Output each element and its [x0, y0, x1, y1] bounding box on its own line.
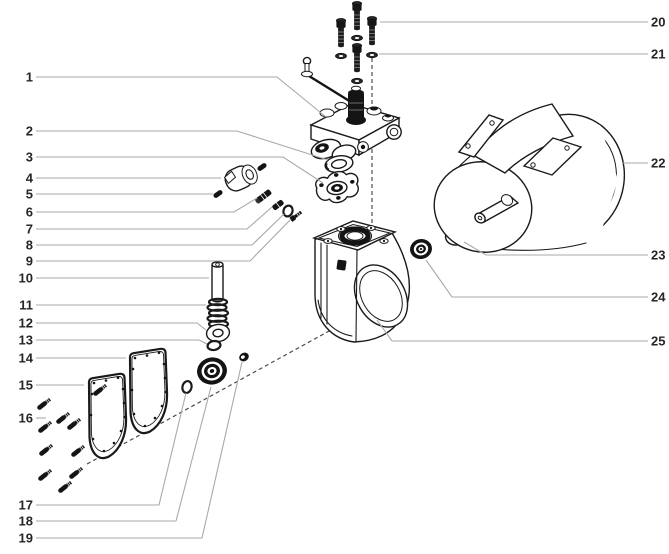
bearing-part	[410, 238, 432, 260]
callout-24: 24	[651, 289, 666, 305]
valve-stem-part	[255, 189, 272, 204]
relief-valve-handle	[301, 56, 353, 104]
seal-washer-part	[324, 155, 354, 173]
callout-10: 10	[18, 270, 33, 286]
valve-seat-part	[272, 199, 284, 211]
callout-14: 14	[18, 350, 33, 366]
callout-21: 21	[651, 46, 666, 62]
o-ring-part	[282, 204, 294, 218]
leader-line-17	[36, 392, 187, 506]
callout-20: 20	[651, 14, 666, 30]
leader-line-12	[36, 322, 207, 331]
small-screw-part	[289, 210, 303, 222]
callout-4: 4	[25, 170, 33, 186]
callout-7: 7	[25, 221, 33, 237]
callout-2: 2	[25, 123, 33, 139]
leader-line-13	[36, 339, 208, 345]
piston-rod-part	[211, 261, 224, 303]
leader-line-18	[36, 386, 212, 522]
callout-9: 9	[25, 253, 33, 269]
cam-part	[223, 164, 258, 192]
o-ring-part	[181, 379, 193, 395]
leader-line-6	[36, 197, 258, 213]
callout-25: 25	[651, 333, 666, 349]
leader-line-24	[425, 259, 648, 298]
callout-12: 12	[18, 315, 33, 331]
leader-lines	[36, 21, 648, 539]
callout-8: 8	[25, 237, 33, 253]
callout-3: 3	[25, 149, 33, 165]
gear-housing-part	[311, 220, 411, 343]
leader-line-7	[36, 206, 273, 230]
leader-line-3	[36, 156, 324, 184]
callout-11: 11	[19, 297, 33, 313]
callout-15: 15	[18, 377, 33, 393]
callout-13: 13	[18, 332, 33, 348]
pin-part	[213, 190, 223, 198]
leader-line-1	[36, 76, 327, 118]
cover-gasket-part	[128, 347, 169, 435]
leader-line-9	[36, 218, 292, 262]
leader-line-19	[36, 361, 243, 539]
callout-16: 16	[18, 410, 33, 426]
callout-5: 5	[25, 186, 33, 202]
diagonal-centerline	[86, 318, 352, 465]
callout-1: 1	[25, 69, 33, 85]
leader-line-8	[36, 213, 285, 246]
callout-17: 17	[18, 497, 33, 513]
plug-part	[239, 352, 249, 362]
mounting-bolts-and-washers	[335, 1, 378, 85]
bearing-flange-part	[315, 170, 360, 204]
callout-18: 18	[18, 513, 33, 529]
o-ring-part	[206, 339, 222, 352]
callout-23: 23	[651, 247, 666, 263]
leader-line-2	[36, 130, 329, 161]
callout-19: 19	[18, 530, 33, 546]
leader-line-25	[376, 319, 648, 342]
washer-part	[205, 323, 231, 343]
callout-22: 22	[651, 155, 666, 171]
callout-6: 6	[25, 204, 33, 220]
leader-line-23	[463, 241, 648, 256]
front-cover-part	[87, 372, 128, 460]
pin-part	[257, 163, 267, 171]
bearing-part	[197, 357, 227, 385]
motor-part	[433, 103, 626, 253]
pump-head-part	[309, 85, 402, 162]
